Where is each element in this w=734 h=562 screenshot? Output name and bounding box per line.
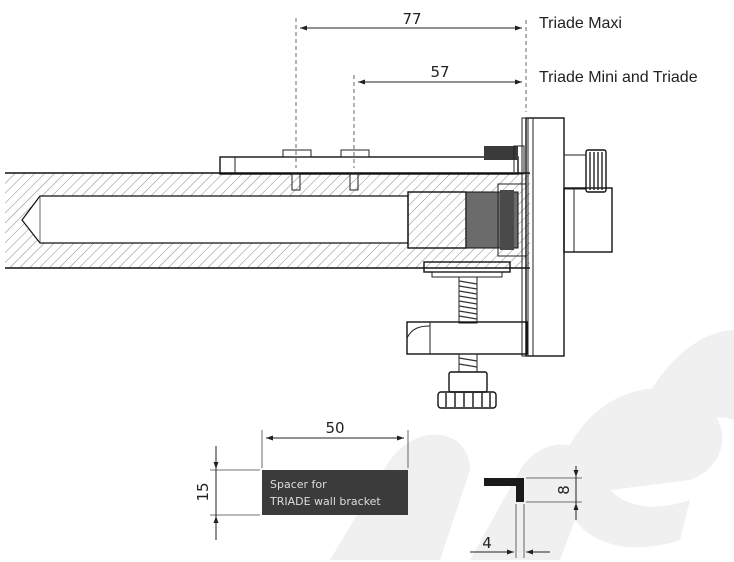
wall-section bbox=[5, 172, 530, 269]
dimension-15-label: 15 bbox=[194, 482, 212, 501]
dimension-77-label: 77 bbox=[402, 10, 421, 28]
anchor-dowel bbox=[407, 183, 527, 257]
dimension-4-label: 4 bbox=[482, 534, 492, 552]
dimension-8-label: 8 bbox=[555, 485, 573, 495]
spacer-plate bbox=[262, 470, 408, 515]
clamp-assembly bbox=[406, 261, 528, 409]
dimension-50-label: 50 bbox=[325, 419, 344, 437]
mounting-plate bbox=[521, 117, 613, 357]
dimension-77: 77 bbox=[295, 10, 527, 168]
spacer-text-line1: Spacer for bbox=[270, 478, 327, 491]
label-triade-maxi: Triade Maxi bbox=[539, 15, 622, 32]
dimension-57: 57 bbox=[353, 63, 522, 168]
top-rail bbox=[219, 145, 525, 191]
watermark bbox=[330, 330, 734, 560]
spacer-text-line2: TRIADE wall bracket bbox=[269, 495, 381, 508]
spacer-profile: 8 4 bbox=[470, 466, 582, 558]
label-triade-mini: Triade Mini and Triade bbox=[539, 69, 698, 86]
dimension-57-label: 57 bbox=[430, 63, 449, 81]
spacer-detail: Spacer for TRIADE wall bracket 50 15 bbox=[194, 419, 409, 540]
